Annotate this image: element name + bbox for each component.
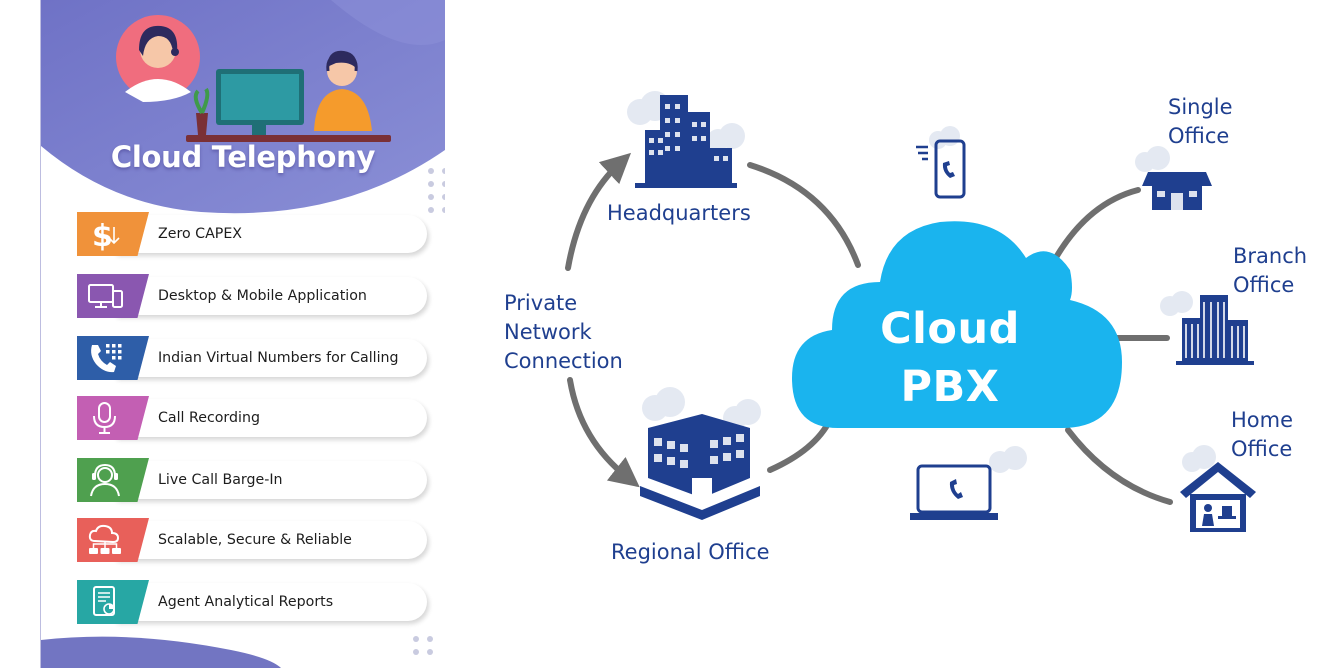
home-office-label: Home Office bbox=[1231, 406, 1293, 464]
feature-label: Call Recording bbox=[158, 410, 260, 426]
cloud-telephony-infographic: Cloud Telephony $ Zero CAPEX Desktop & M… bbox=[40, 0, 445, 668]
private-network-label: Private Network Connection bbox=[504, 289, 623, 376]
dot-grid-decoration bbox=[428, 168, 445, 213]
feature-tile bbox=[77, 458, 149, 502]
connector-headquarters-cloud bbox=[747, 162, 861, 268]
branch-office-line2: Office bbox=[1233, 273, 1295, 297]
page-title: Cloud Telephony bbox=[110, 140, 376, 174]
feature-bar bbox=[115, 399, 427, 437]
home-office-line2: Office bbox=[1231, 437, 1293, 461]
feature-label: Desktop & Mobile Application bbox=[158, 288, 367, 304]
branch-office-label: Branch Office bbox=[1233, 242, 1307, 300]
feature-label: Agent Analytical Reports bbox=[158, 594, 334, 610]
single-office-label: Single Office bbox=[1168, 93, 1233, 151]
laptop-icon bbox=[910, 446, 1027, 520]
feature-label: Live Call Barge-In bbox=[158, 472, 283, 488]
cloud-pbx-title: Cloud PBX bbox=[850, 300, 1050, 416]
feature-bar bbox=[115, 277, 427, 315]
private-network-line2: Network bbox=[504, 320, 592, 344]
agent-desk-illustration bbox=[186, 50, 391, 142]
private-network-line1: Private bbox=[504, 291, 578, 315]
cloud-pbx-shape bbox=[792, 221, 1122, 428]
feature-tile bbox=[77, 336, 149, 380]
feature-bar bbox=[115, 215, 427, 253]
feature-label: Scalable, Secure & Reliable bbox=[158, 532, 352, 548]
branch-office-icon bbox=[1160, 291, 1254, 365]
connector-regional-cloud bbox=[767, 417, 833, 473]
mobile-phone-icon bbox=[916, 126, 966, 199]
cloud-network-icon bbox=[88, 524, 121, 554]
phone-keypad-icon bbox=[91, 344, 122, 373]
dollar-icon: $ bbox=[92, 219, 120, 251]
home-office-line1: Home bbox=[1231, 408, 1294, 432]
regional-office-icon bbox=[640, 387, 761, 520]
arrow-private-network-down bbox=[567, 377, 640, 488]
feature-bar bbox=[115, 583, 427, 621]
feature-tile bbox=[77, 274, 149, 318]
feature-label: Zero CAPEX bbox=[158, 226, 243, 242]
microphone-icon bbox=[93, 402, 116, 434]
feature-tile bbox=[77, 396, 149, 440]
single-office-line2: Office bbox=[1168, 124, 1230, 148]
feature-zero-capex: $ Zero CAPEX bbox=[77, 212, 429, 256]
cloud-title-line1: Cloud bbox=[880, 304, 1020, 354]
feature-analytics-reports: Agent Analytical Reports bbox=[77, 580, 429, 624]
regional-office-label: Regional Office bbox=[611, 540, 770, 564]
feature-tile bbox=[77, 580, 149, 624]
feature-scalable: Scalable, Secure & Reliable bbox=[77, 518, 429, 562]
private-network-line3: Connection bbox=[504, 349, 623, 373]
feature-call-recording: Call Recording bbox=[77, 396, 429, 440]
single-office-line1: Single bbox=[1168, 95, 1233, 119]
report-icon bbox=[93, 586, 115, 616]
feature-barge-in: Live Call Barge-In bbox=[77, 458, 429, 502]
connector-home-office bbox=[1065, 427, 1173, 505]
single-office-icon bbox=[1135, 146, 1212, 210]
svg-text:$: $ bbox=[92, 219, 113, 251]
branch-office-line1: Branch bbox=[1233, 244, 1308, 268]
devices-icon bbox=[88, 284, 123, 308]
diagram-graphics bbox=[565, 91, 1256, 532]
headset-agent-icon bbox=[90, 463, 120, 497]
headquarters-label: Headquarters bbox=[607, 201, 751, 225]
feature-virtual-numbers: Indian Virtual Numbers for Calling bbox=[77, 336, 429, 380]
feature-desktop-mobile: Desktop & Mobile Application bbox=[77, 274, 429, 318]
feature-tile bbox=[77, 518, 149, 562]
feature-bar bbox=[115, 521, 427, 559]
headquarters-icon bbox=[627, 91, 745, 188]
feature-bar bbox=[115, 339, 427, 377]
feature-label: Indian Virtual Numbers for Calling bbox=[158, 350, 399, 366]
cloud-pbx-diagram: Cloud PBX Headquarters Regional Office P… bbox=[470, 0, 1327, 668]
arrow-private-network-up bbox=[565, 152, 632, 271]
bottom-wave-decoration bbox=[41, 636, 281, 668]
feature-bar bbox=[115, 461, 427, 499]
dot-grid-decoration bbox=[413, 636, 434, 655]
feature-tile: $ bbox=[77, 212, 149, 256]
customer-avatar-illustration bbox=[116, 15, 200, 102]
cloud-title-line2: PBX bbox=[900, 362, 1000, 412]
